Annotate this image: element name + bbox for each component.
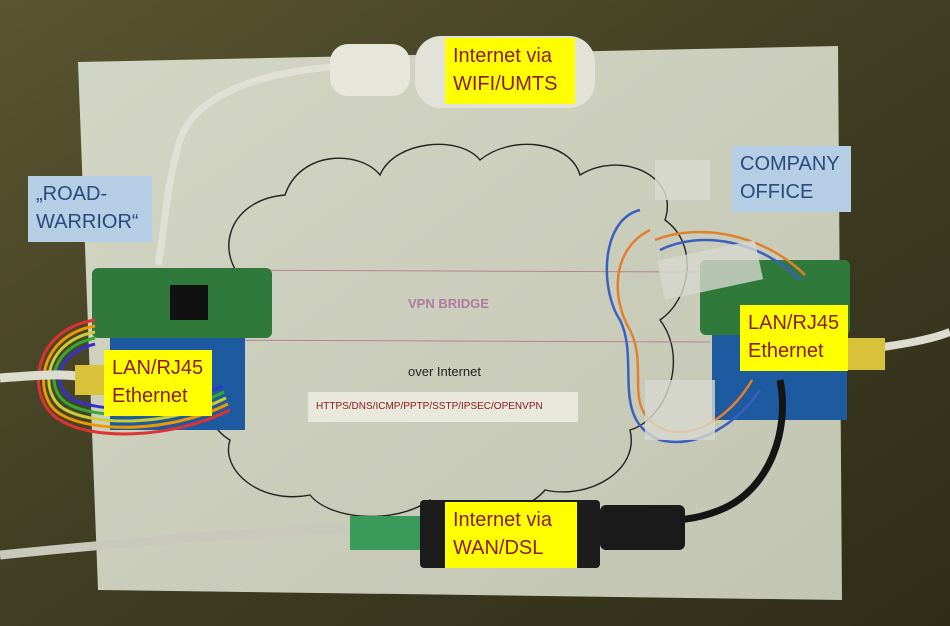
label-road-warrior-line2: WARRIOR“ xyxy=(36,211,139,233)
over-internet-text: over Internet xyxy=(408,364,481,379)
label-internet-wan: Internet via WAN/DSL xyxy=(445,502,577,568)
paper-sheet xyxy=(78,46,842,600)
label-lan-right-line2: Ethernet xyxy=(748,340,824,362)
usb-cable-white xyxy=(154,62,351,266)
black-usb-adapter xyxy=(600,505,685,550)
label-internet-wifi-line1: Internet via xyxy=(453,45,552,67)
cloud-outline xyxy=(206,143,688,518)
label-road-warrior: „ROAD- WARRIOR“ xyxy=(28,176,152,242)
label-lan-left: LAN/RJ45 Ethernet xyxy=(104,350,212,416)
label-internet-wan-line2: WAN/DSL xyxy=(453,537,544,559)
label-company-office: COMPANY OFFICE xyxy=(732,146,851,212)
label-lan-right: LAN/RJ45 Ethernet xyxy=(740,305,848,371)
wan-ethernet-plug xyxy=(350,516,420,550)
label-company-office-line1: COMPANY xyxy=(740,153,840,175)
label-internet-wifi: Internet via WIFI/UMTS xyxy=(445,38,575,104)
label-lan-left-line2: Ethernet xyxy=(112,385,188,407)
guide-line-bottom xyxy=(169,339,711,343)
protocol-banner xyxy=(308,392,578,422)
label-lan-right-line1: LAN/RJ45 xyxy=(748,312,840,334)
protocols-text: HTTPS/DNS/ICMP/PPTP/SSTP/IPSEC/OPENVPN xyxy=(316,401,543,412)
label-road-warrior-line1: „ROAD- xyxy=(36,183,108,205)
vpn-bridge-text: VPN BRIDGE xyxy=(408,296,489,311)
label-internet-wifi-line2: WIFI/UMTS xyxy=(453,73,558,95)
tape-strip xyxy=(655,160,710,200)
usb-stick-adapter xyxy=(330,44,410,96)
left-pi-chip xyxy=(170,285,208,320)
label-internet-wan-line1: Internet via xyxy=(453,509,552,531)
label-company-office-line2: OFFICE xyxy=(740,181,814,203)
black-usb-cable xyxy=(679,379,786,524)
tape-strip xyxy=(656,240,764,300)
wan-ethernet-cable xyxy=(0,523,371,560)
label-lan-left-line1: LAN/RJ45 xyxy=(112,357,204,379)
tape-strip xyxy=(645,380,715,440)
